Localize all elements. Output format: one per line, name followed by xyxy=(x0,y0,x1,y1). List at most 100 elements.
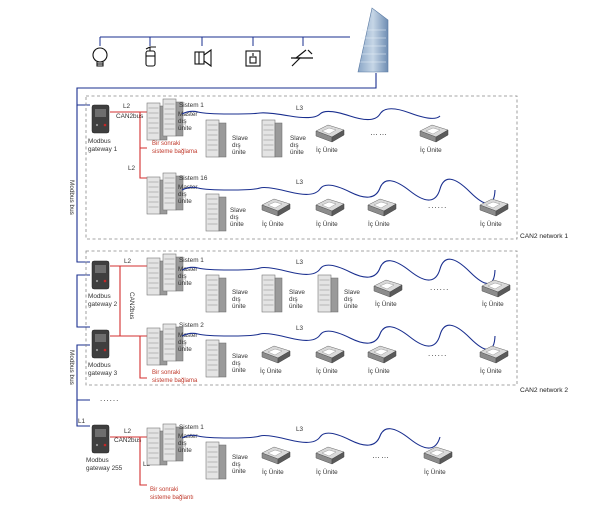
indoor-label: İç Ünite xyxy=(482,299,504,308)
indoor-unit xyxy=(373,279,403,298)
bulb-icon xyxy=(92,47,108,67)
indoor-label: İç Ünite xyxy=(420,145,442,154)
slave-outdoor-unit xyxy=(205,274,227,313)
slave-text: ünite xyxy=(232,468,246,475)
l3-line xyxy=(181,108,441,121)
indoor-unit xyxy=(367,345,397,364)
ellipsis-indoor: ...... xyxy=(430,283,449,292)
modbus-gateway-1[interactable] xyxy=(91,104,110,134)
ellipsis-indoor: …… xyxy=(370,128,388,137)
indoor-label: İç Ünite xyxy=(262,467,284,476)
indoor-unit xyxy=(423,446,453,465)
indoor-unit xyxy=(261,345,291,364)
next-system-2a: Bir sonraki xyxy=(152,370,180,376)
master-text: Master xyxy=(178,266,198,273)
system-label: Sistem 1 xyxy=(179,102,204,109)
slave-outdoor-unit xyxy=(205,119,227,158)
indoor-label: İç Ünite xyxy=(368,219,390,228)
slave-text: Slave xyxy=(232,289,248,296)
indoor-label: İç Ünite xyxy=(316,467,338,476)
indoor-label: İç Ünite xyxy=(260,366,282,375)
ellipsis-gateways: ...... xyxy=(100,394,119,403)
slave-text: dış xyxy=(232,360,241,367)
slave-text: dış xyxy=(344,296,353,303)
slave-outdoor-unit xyxy=(205,339,227,378)
indoor-label: İç Ünite xyxy=(262,219,284,228)
master-text: dış xyxy=(178,191,187,198)
master-text: dış xyxy=(178,118,187,125)
gateway-1-label-line1: Modbus xyxy=(88,138,111,145)
master-text: Master xyxy=(178,433,198,440)
gateway-255-label-line1: Modbus xyxy=(86,457,109,464)
can2bus-label-1: CAN2bus xyxy=(116,113,143,120)
l3-label: L3 xyxy=(296,325,304,332)
building xyxy=(357,7,389,73)
master-text: ünite xyxy=(178,280,192,287)
ellipsis-indoor: …… xyxy=(372,451,390,460)
indoor-unit xyxy=(481,279,511,298)
slave-outdoor-unit xyxy=(261,119,283,158)
can2bus-branch-2 xyxy=(110,266,147,379)
can2-network-2-box xyxy=(85,250,518,386)
modbus-bus-upper xyxy=(76,105,90,263)
modbus-bus-link xyxy=(76,274,90,328)
modbus-bus-lower xyxy=(76,344,90,427)
slave-text: ünite xyxy=(289,303,303,310)
master-text: Master xyxy=(178,111,198,118)
slave-outdoor-unit xyxy=(205,441,227,480)
master-text: dış xyxy=(178,440,187,447)
gateway-2-label: gateway 2 xyxy=(88,301,118,308)
indoor-label: İç Ünite xyxy=(368,366,390,375)
modbus-bus-label-1: Modbus bus xyxy=(68,180,75,215)
master-text: ünite xyxy=(178,198,192,205)
fan-icon xyxy=(194,48,212,68)
master-text: ünite xyxy=(178,346,192,353)
slave-text: ünite xyxy=(232,367,246,374)
can2-network-1-label: CAN2 network 1 xyxy=(520,233,568,240)
indoor-label: İç Ünite xyxy=(316,366,338,375)
modbus-gateway-3[interactable] xyxy=(91,329,110,359)
l3-line xyxy=(181,324,496,351)
slave-text: dış xyxy=(289,296,298,303)
slave-text: Slave xyxy=(232,135,248,142)
building-connector xyxy=(76,73,377,106)
indoor-unit xyxy=(315,198,345,217)
l3-label: L3 xyxy=(296,426,304,433)
modbus-gateway-2[interactable] xyxy=(91,260,110,290)
next-system-1b: sisteme bağlama xyxy=(152,149,198,155)
indoor-label: İç Ünite xyxy=(316,219,338,228)
master-text: ünite xyxy=(178,447,192,454)
slave-text: ünite xyxy=(290,149,304,156)
slave-text: Slave xyxy=(289,289,305,296)
system-label: Sistem 1 xyxy=(179,424,204,431)
indoor-label: İç Ünite xyxy=(424,467,446,476)
slave-text: dış xyxy=(232,142,241,149)
can2bus-branch-3 xyxy=(139,437,147,486)
slave-text: Slave xyxy=(344,289,360,296)
slave-text: dış xyxy=(290,142,299,149)
l2-label-1: L2 xyxy=(123,103,131,110)
indoor-unit xyxy=(419,124,449,143)
l3-label: L3 xyxy=(296,105,304,112)
indoor-unit xyxy=(367,198,397,217)
ellipsis-indoor: ...... xyxy=(428,349,447,358)
l2-label-2: L2 xyxy=(124,258,132,265)
indoor-label: İç Ünite xyxy=(480,219,502,228)
gateway-255-label: gateway 255 xyxy=(86,465,123,472)
master-text: dış xyxy=(178,273,187,280)
modbus-gateway-255[interactable] xyxy=(91,424,110,454)
can2-network-2-label: CAN2 network 2 xyxy=(520,387,568,394)
master-text: dış xyxy=(178,339,187,346)
next-system-3b: sisteme bağlantı xyxy=(150,495,194,501)
system-label: Sistem 16 xyxy=(179,175,208,182)
l3-line xyxy=(181,428,441,449)
slave-text: ünite xyxy=(232,149,246,156)
indoor-unit xyxy=(479,198,509,217)
next-system-3a: Bir sonraki xyxy=(150,487,178,493)
master-text: ünite xyxy=(178,125,192,132)
l3-line xyxy=(181,178,496,205)
gateway-1-label: gateway 1 xyxy=(88,146,118,153)
slave-text: dış xyxy=(232,461,241,468)
slave-text: Slave xyxy=(232,454,248,461)
